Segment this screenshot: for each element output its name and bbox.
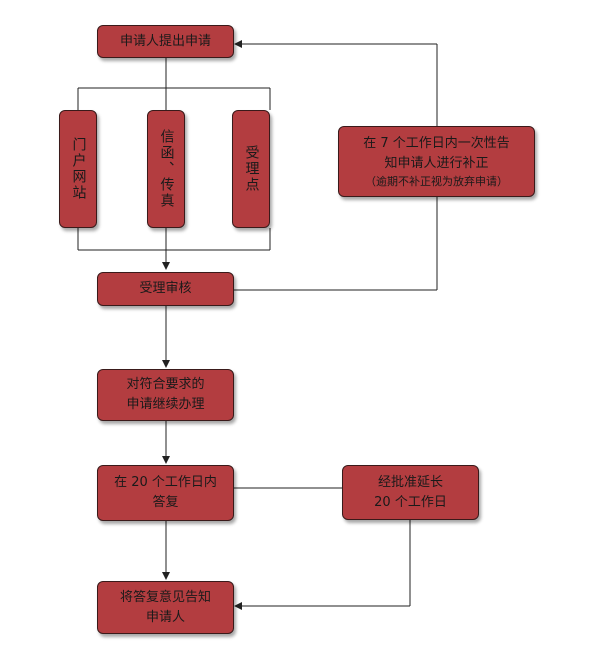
node-notify-line-2: 知申请人进行补正: [384, 155, 489, 171]
node-extend-line-2: 20 个工作日: [374, 494, 447, 510]
node-letter-fax: 信函、传真: [147, 110, 185, 228]
node-notify-line-1: 在 7 个工作日内一次性告: [363, 135, 510, 151]
node-extend-line-1: 经批准延长: [377, 474, 443, 490]
node-portal-label: 门户网站: [70, 137, 87, 201]
node-review-label: 受理审核: [139, 281, 192, 296]
node-continue-line-1: 对符合要求的: [126, 377, 205, 392]
node-apply: 申请人提出申请: [97, 25, 234, 58]
node-reply-line-1: 在 20 个工作日内: [114, 475, 217, 490]
node-continue-line-2: 申请继续办理: [126, 397, 205, 412]
node-reply: 在 20 个工作日内 答复: [97, 465, 234, 521]
node-accept-point-label: 受理点: [243, 145, 260, 193]
node-notify-supplement: 在 7 个工作日内一次性告 知申请人进行补正 （逾期不补正视为放弃申请）: [338, 126, 535, 197]
node-letter-fax-label: 信函、传真: [158, 129, 175, 209]
node-continue: 对符合要求的 申请继续办理: [97, 369, 234, 421]
node-inform-line-2: 申请人: [145, 609, 185, 625]
node-inform-line-1: 将答复意见告知: [119, 589, 211, 605]
node-apply-label: 申请人提出申请: [119, 33, 211, 49]
node-reply-line-2: 答复: [152, 495, 179, 510]
node-review: 受理审核: [97, 272, 234, 306]
node-extend: 经批准延长 20 个工作日: [342, 465, 479, 520]
node-inform: 将答复意见告知 申请人: [97, 581, 234, 634]
node-accept-point: 受理点: [232, 110, 270, 228]
node-portal: 门户网站: [59, 110, 97, 228]
node-notify-line-3: （逾期不补正视为放弃申请）: [365, 174, 508, 188]
